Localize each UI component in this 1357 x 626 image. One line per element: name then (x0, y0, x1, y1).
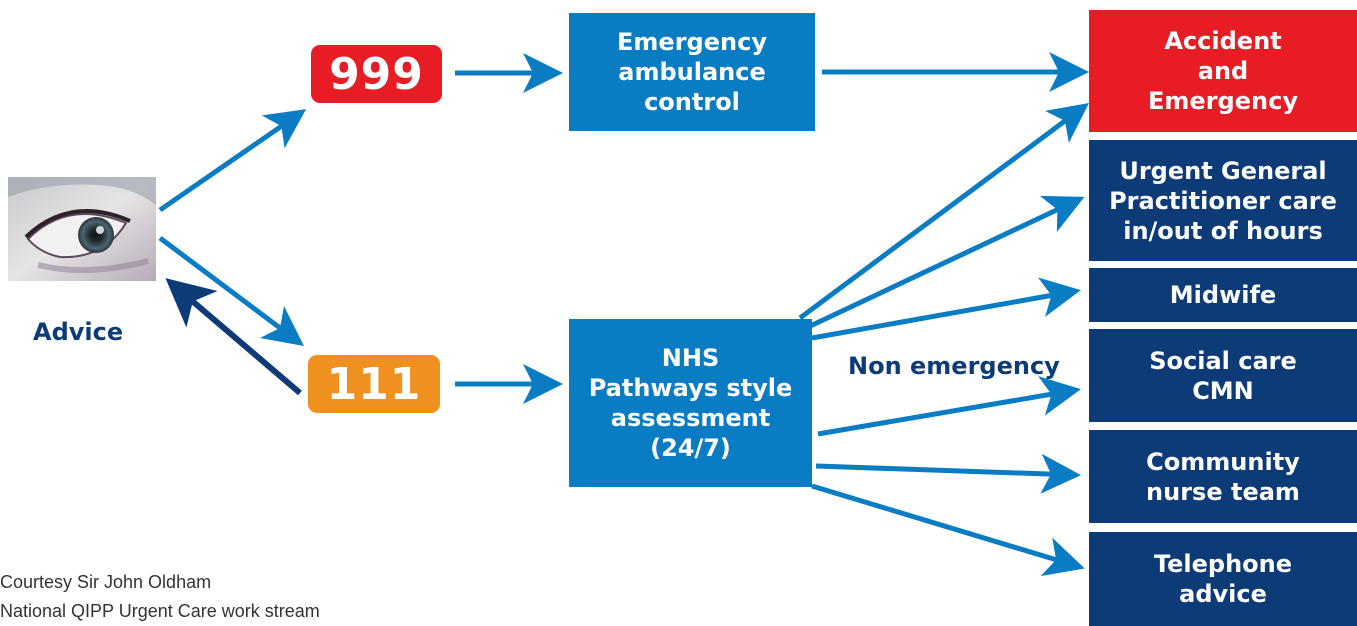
nhs-pathways-label: NHS Pathways style assessment (24/7) (588, 344, 793, 462)
call-999-badge: 999 (311, 45, 442, 103)
credit-line-2: National QIPP Urgent Care work stream (0, 601, 320, 621)
dest-community-nurse-label: Community nurse team (1146, 447, 1300, 506)
eye-image (8, 177, 156, 281)
arrow-nhs-to-telephone (811, 483, 1085, 577)
arrow-nhs-to-gp (804, 195, 1085, 331)
arrow-111-to-eye (165, 278, 302, 396)
arrow-nhs-to-social (817, 376, 1081, 437)
ambulance-control-label: Emergency ambulance control (617, 28, 767, 116)
dest-social-care: Social care CMN (1089, 329, 1357, 422)
arrow-nhs-to-midwife (811, 277, 1081, 341)
ambulance-control-box: Emergency ambulance control (569, 13, 815, 131)
arrow-eye-to-111 (158, 236, 304, 346)
nhs-pathways-box: NHS Pathways style assessment (24/7) (569, 319, 812, 487)
non-emergency-label: Non emergency (848, 352, 1060, 380)
dest-telephone-advice: Telephone advice (1089, 532, 1357, 626)
call-111-badge: 111 (308, 355, 440, 413)
dest-community-nurse: Community nurse team (1089, 430, 1357, 523)
arrow-nhs-to-community (815, 453, 1081, 494)
dest-midwife-label: Midwife (1169, 281, 1277, 309)
dest-midwife: Midwife (1089, 268, 1357, 322)
dest-telephone-advice-label: Telephone advice (1153, 550, 1293, 608)
credit-line-1: Courtesy Sir John Oldham (0, 572, 212, 592)
dest-accident-emergency-label: Accident and Emergency (1148, 27, 1298, 115)
dest-urgent-gp: Urgent General Practitioner care in/out … (1089, 140, 1357, 261)
dest-accident-emergency: Accident and Emergency (1089, 10, 1357, 132)
dest-social-care-label: Social care CMN (1149, 346, 1297, 405)
advice-label: Advice (33, 318, 124, 346)
dest-urgent-gp-label: Urgent General Practitioner care in/out … (1109, 156, 1337, 245)
arrow-eye-to-999 (158, 109, 307, 213)
arrow-nhs-to-ae (798, 103, 1090, 321)
